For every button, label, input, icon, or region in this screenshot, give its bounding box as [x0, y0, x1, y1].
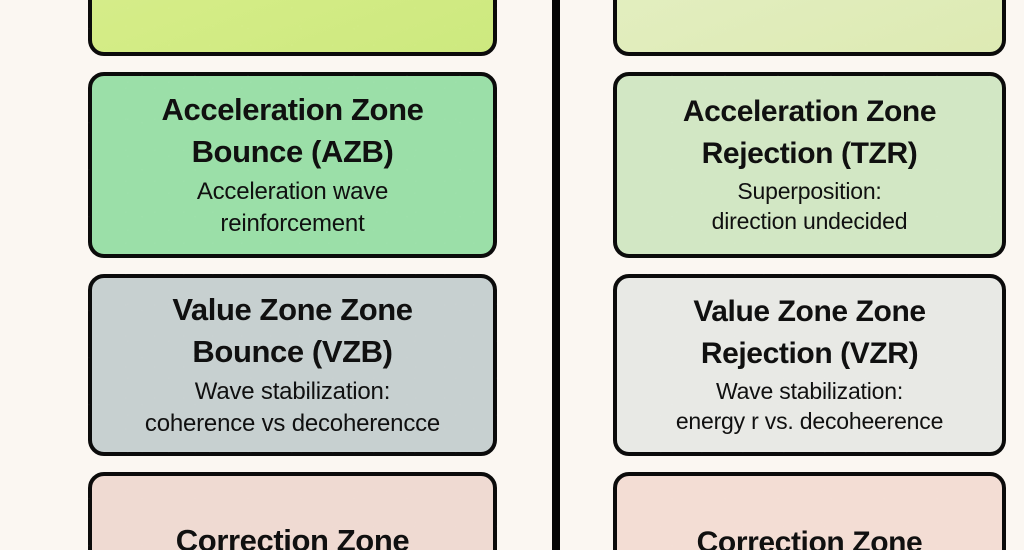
rejection-column: ment Acceleration Zone Rejection (TZR) S… — [613, 0, 1006, 550]
card-acceleration-zone-rejection[interactable]: Acceleration Zone Rejection (TZR) Superp… — [613, 72, 1006, 258]
card-correction-zone-bounce[interactable]: Correction Zone Bounce (CZB) — [88, 472, 497, 550]
card-title: Acceleration Zone Rejection (TZR) — [682, 95, 937, 170]
card-correction-zone-rejection[interactable]: Correction Zone Rejection (CZR) — [613, 472, 1006, 550]
card-title: Acceleration Zone Bounce (AZB) — [161, 91, 424, 170]
card-subtitle: Wave stabilization: coherence vs decoher… — [144, 378, 441, 437]
card-subtitle: Wave stabilization: energy r vs. decohee… — [675, 378, 944, 435]
card-intro-left[interactable]: (acceptance/rejection) — [88, 0, 497, 56]
card-title: Correction Zone Rejection (CZR) — [696, 525, 923, 550]
card-title: Value Zone Zone Rejection (VZR) — [693, 295, 926, 370]
card-title: Correction Zone Bounce (CZB) — [175, 523, 410, 550]
card-title: Value Zone Zone Bounce (VZB) — [172, 291, 413, 370]
card-value-zone-bounce[interactable]: Value Zone Zone Bounce (VZB) Wave stabil… — [88, 274, 497, 456]
bounce-column: (acceptance/rejection) Acceleration Zone… — [88, 0, 497, 550]
card-intro-right[interactable]: ment — [613, 0, 1006, 56]
column-divider — [552, 0, 560, 550]
card-subtitle: Acceleration wave reinforcement — [196, 178, 389, 237]
card-subtitle: Superposition: direction undecided — [711, 178, 908, 235]
card-value-zone-rejection[interactable]: Value Zone Zone Rejection (VZR) Wave sta… — [613, 274, 1006, 456]
card-acceleration-zone-bounce[interactable]: Acceleration Zone Bounce (AZB) Accelerat… — [88, 72, 497, 258]
